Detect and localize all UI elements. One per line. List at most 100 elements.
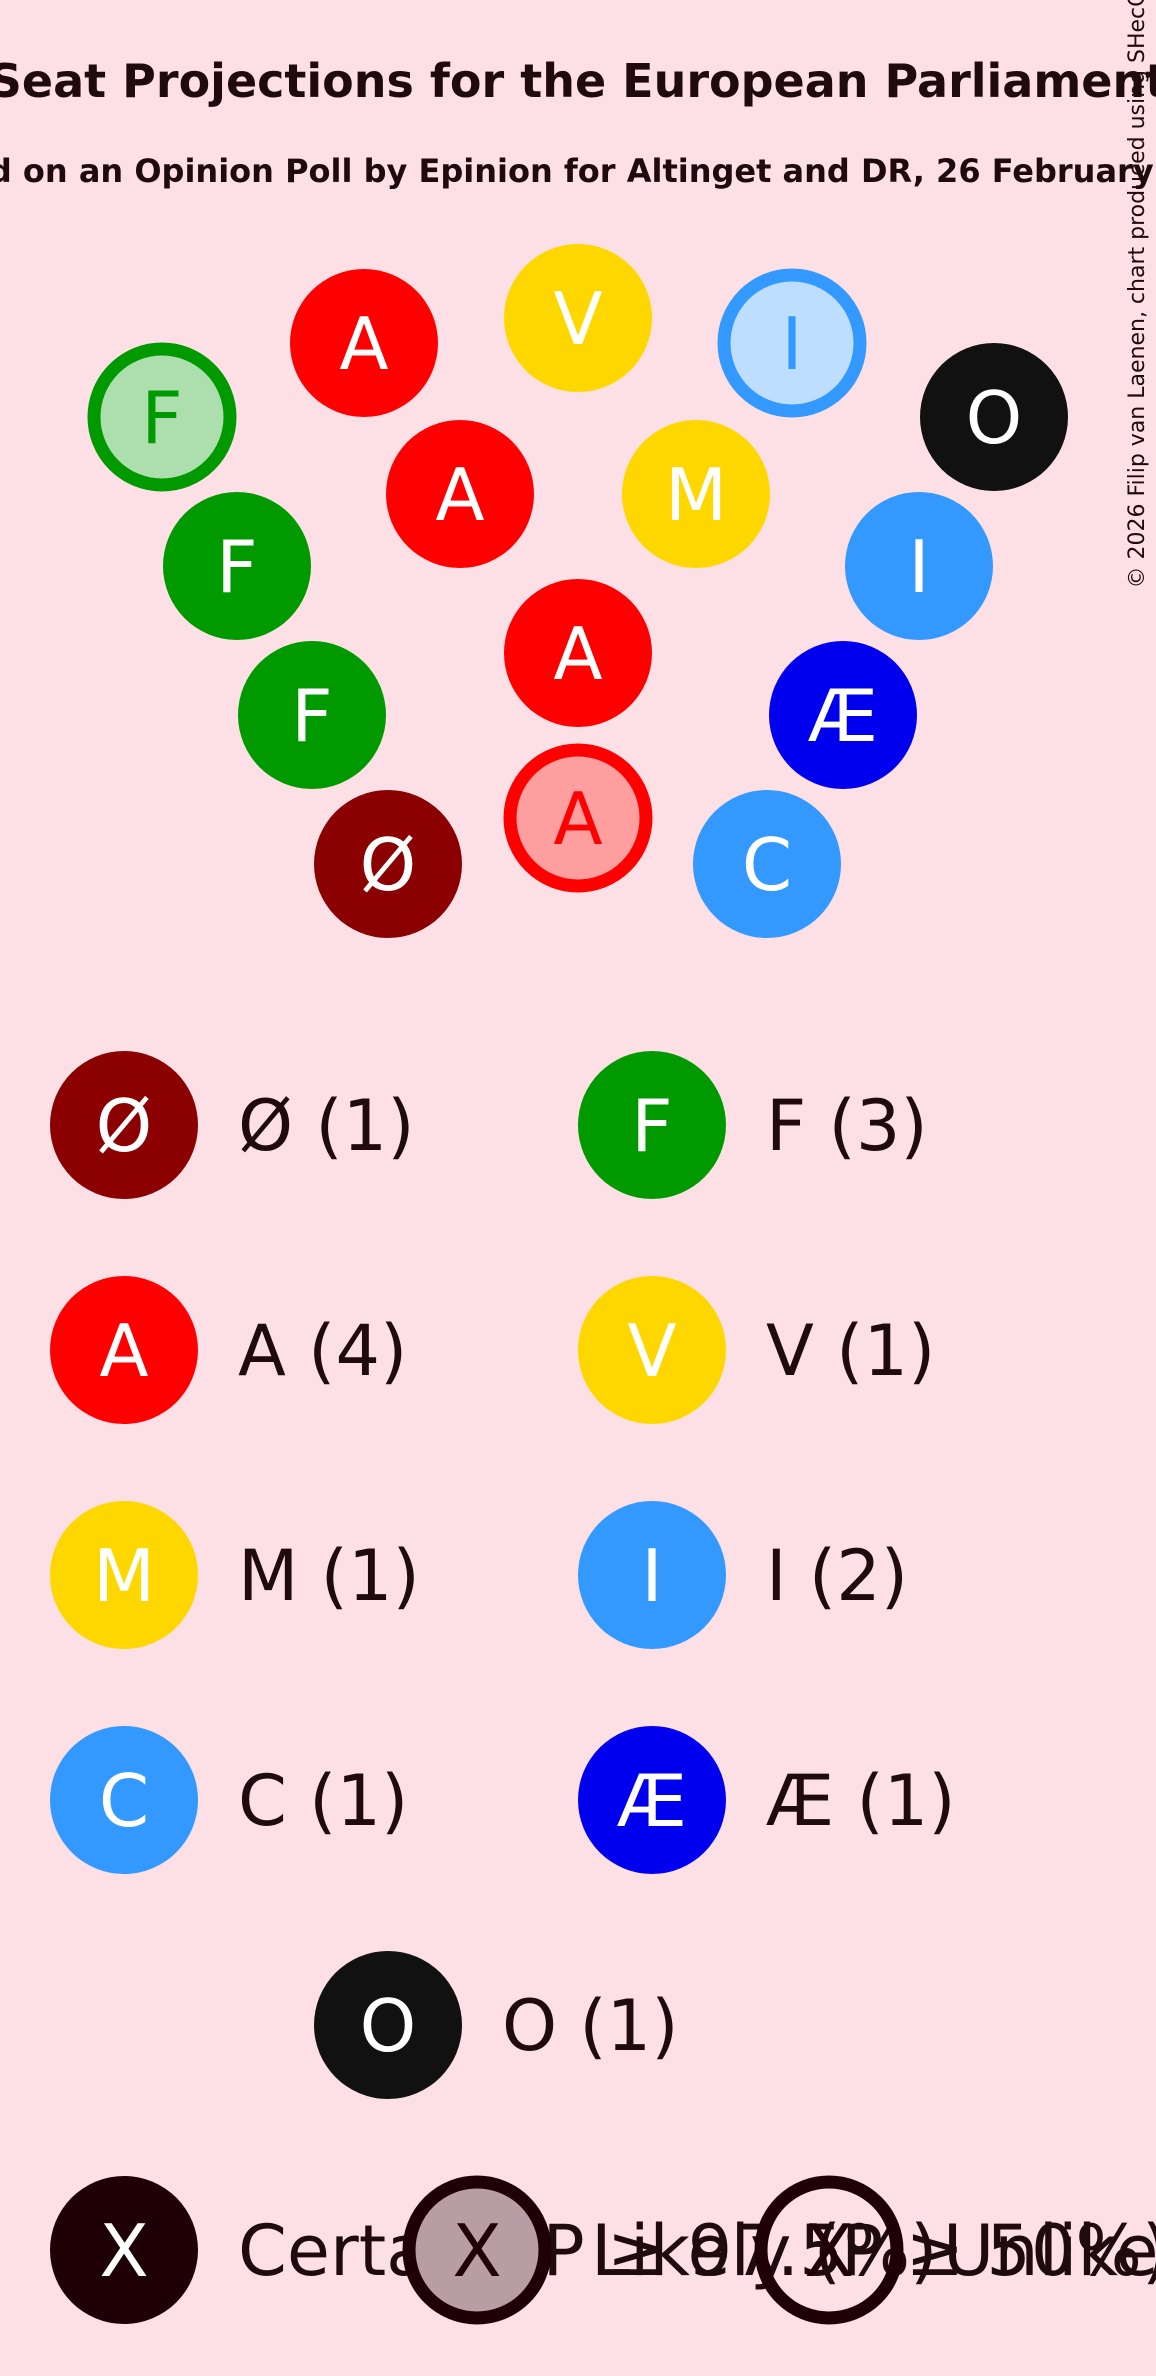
legend-swatch-label: C	[99, 1759, 149, 1843]
status-label: Certain (P ≥ 97.5%)	[238, 2210, 938, 2292]
seat-label: I	[908, 525, 929, 609]
legend-swatch-label: V	[627, 1309, 676, 1393]
legend-label: F (3)	[766, 1085, 928, 1167]
seat-3: V	[504, 244, 652, 392]
status-label: Likely (P ≥ 50%)	[591, 2210, 1156, 2292]
legend-swatch-label: M	[93, 1534, 155, 1618]
status-swatch	[50, 2176, 198, 2324]
seat-label: Æ	[808, 674, 878, 758]
seat-label: A	[435, 453, 484, 537]
seat-13: A	[503, 743, 653, 893]
seat-5: O	[920, 343, 1068, 491]
legend-label: C (1)	[238, 1760, 408, 1842]
seat-label: F	[141, 376, 182, 460]
legend-swatch-label: A	[99, 1309, 148, 1393]
seat-label: A	[553, 612, 602, 696]
seat-15: C	[693, 790, 841, 938]
seat-2: A	[290, 269, 438, 417]
legend-item-V: V V (1)	[578, 1276, 935, 1424]
legend-swatch	[578, 1726, 726, 1874]
status-symbol: X	[99, 2209, 148, 2293]
copyright-note: © 2026 Filip van Laenen, chart produced …	[1125, 0, 1150, 589]
legend-swatch-label: I	[641, 1534, 662, 1618]
seat-circle	[503, 743, 653, 893]
seat-7: M	[622, 420, 770, 568]
status-symbol: X	[452, 2209, 501, 2293]
legend-swatch	[578, 1501, 726, 1649]
seat-circle	[163, 492, 311, 640]
legend-item-I: I I (2)	[578, 1501, 908, 1649]
seat-circle	[920, 343, 1068, 491]
seat-14: Ø	[314, 790, 462, 938]
status-symbol: X	[804, 2209, 853, 2293]
seat-label: C	[742, 823, 792, 907]
seat-label: A	[339, 302, 388, 386]
chart-title: Seat Projections for the European Parlia…	[0, 54, 1156, 108]
legend-swatch	[50, 1726, 198, 1874]
seat-label: I	[781, 302, 802, 386]
seat-label: A	[553, 777, 602, 861]
legend-item-A: A A (4)	[50, 1276, 407, 1424]
party-legend: Ø Ø (1) F F (3) A A (4) V V (1) M M (1) I I (2) C C (…	[50, 1051, 956, 2099]
seat-circle	[238, 641, 386, 789]
legend-swatch-label: Ø	[96, 1084, 153, 1168]
seat-circle	[290, 269, 438, 417]
status-label: Unlikely	[943, 2210, 1156, 2292]
status-swatch	[402, 2175, 552, 2325]
legend-label: Æ (1)	[766, 1760, 956, 1842]
legend-swatch	[578, 1051, 726, 1199]
chart-subtitle: Based on an Opinion Poll by Epinion for …	[0, 152, 1156, 190]
legend-item-O: O O (1)	[314, 1951, 679, 2099]
seat-10: A	[504, 579, 652, 727]
seat-circle	[622, 420, 770, 568]
seat-circle	[717, 268, 867, 418]
status-swatch	[754, 2175, 904, 2325]
legend-label: V (1)	[766, 1310, 935, 1392]
status-unlikely: X Unlikely	[754, 2175, 1156, 2325]
legend-item-Æ: Æ Æ (1)	[578, 1726, 956, 1874]
legend-label: I (2)	[766, 1535, 908, 1617]
legend-swatch	[314, 1951, 462, 2099]
seat-circle	[693, 790, 841, 938]
seat-circle	[504, 579, 652, 727]
seat-circle	[386, 420, 534, 568]
legend-item-C: C C (1)	[50, 1726, 408, 1874]
seat-circle	[845, 492, 993, 640]
seat-circle	[314, 790, 462, 938]
seat-12: Æ	[769, 641, 917, 789]
legend-swatch	[578, 1276, 726, 1424]
seat-label: M	[665, 453, 727, 537]
seat-label: O	[966, 376, 1023, 460]
legend-label: A (4)	[238, 1310, 407, 1392]
seat-label: F	[216, 525, 257, 609]
legend-swatch-label: F	[631, 1084, 672, 1168]
seat-8: F	[163, 492, 311, 640]
legend-swatch	[50, 1276, 198, 1424]
seat-9: I	[845, 492, 993, 640]
seat-6: A	[386, 420, 534, 568]
legend-swatch-label: Æ	[617, 1759, 687, 1843]
seat-label: V	[553, 277, 602, 361]
seat-circle	[769, 641, 917, 789]
legend-item-F: F F (3)	[578, 1051, 928, 1199]
legend-item-M: M M (1)	[50, 1501, 420, 1649]
seat-11: F	[238, 641, 386, 789]
seat-label: F	[291, 674, 332, 758]
legend-label: O (1)	[502, 1985, 679, 2067]
legend-label: Ø (1)	[238, 1085, 415, 1167]
seat-circle	[87, 342, 237, 492]
seat-4: I	[717, 268, 867, 418]
legend-item-Ø: Ø Ø (1)	[50, 1051, 415, 1199]
seat-1: F	[87, 342, 237, 492]
seat-label: Ø	[360, 823, 417, 907]
legend-swatch-label: O	[360, 1984, 417, 2068]
legend-swatch	[50, 1501, 198, 1649]
seat-circle	[504, 244, 652, 392]
legend-label: M (1)	[238, 1535, 420, 1617]
legend-swatch	[50, 1051, 198, 1199]
